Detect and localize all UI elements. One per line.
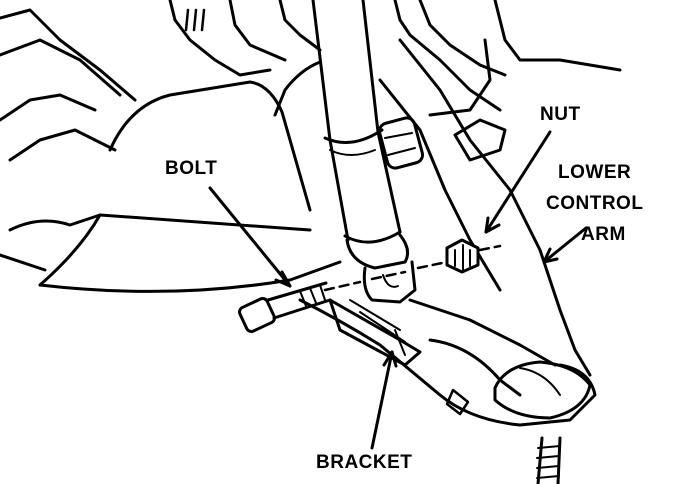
leader-arrows xyxy=(208,130,588,450)
ball-joint-stud xyxy=(445,388,562,484)
lower-control-arm xyxy=(298,38,597,427)
lower-control-arm-arrowhead xyxy=(542,247,559,264)
bolt-leader-arrow xyxy=(208,186,292,288)
bolt-part xyxy=(238,281,332,333)
lower-control-arm-label-line-3: ARM xyxy=(581,224,626,245)
bracket-arrowhead xyxy=(382,350,398,368)
assembly-axis-dashline xyxy=(323,244,502,292)
body-panel xyxy=(0,60,342,293)
bracket-leader-arrow xyxy=(370,350,394,450)
lower-control-arm-label-line-1: LOWER xyxy=(558,162,632,183)
bracket-part xyxy=(328,298,422,367)
lower-control-arm-leader-arrow xyxy=(542,226,588,264)
nut-arrowhead xyxy=(484,216,501,234)
upper-frame xyxy=(0,0,622,162)
lower-control-arm-label-line-2: CONTROL xyxy=(546,193,644,214)
nut-leader-arrow xyxy=(484,130,552,234)
bolt-label: BOLT xyxy=(165,158,218,179)
bracket-label: BRACKET xyxy=(316,452,413,473)
strut-assembly xyxy=(311,0,425,304)
nut-label: NUT xyxy=(540,104,581,125)
nut-part xyxy=(445,238,480,274)
bolt-arrowhead xyxy=(274,270,292,288)
